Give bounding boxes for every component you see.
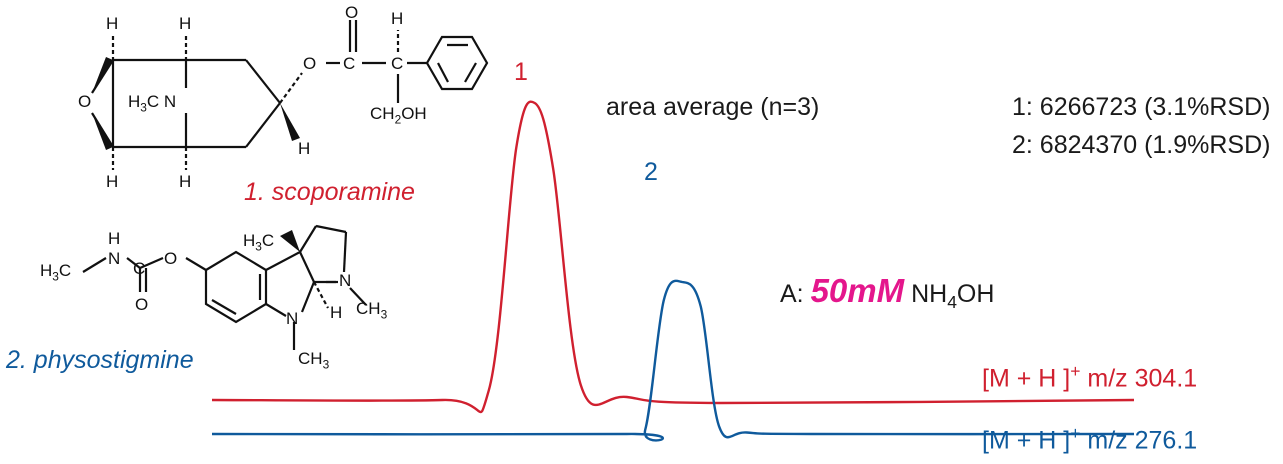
atom-h3c: H3C bbox=[40, 261, 72, 284]
mobile-phase-concentration: 50mM bbox=[810, 272, 905, 309]
mobile-phase-reagent: NH4OH bbox=[911, 280, 995, 312]
area-line-1: 1: 6266723 (3.1%RSD) bbox=[1012, 93, 1271, 121]
structure-1 bbox=[91, 20, 489, 170]
atom-c: C bbox=[133, 259, 146, 278]
compound-2-name: 2. physostigmine bbox=[6, 346, 194, 374]
mobile-phase: A: 50mM NH4OH bbox=[780, 274, 994, 312]
atom-h: H bbox=[108, 229, 121, 248]
atom-o: O bbox=[303, 54, 317, 73]
atom-o: O bbox=[78, 92, 92, 111]
atom-h3c: H3C bbox=[243, 231, 275, 254]
atom-ch3: CH3 bbox=[298, 349, 330, 372]
atom-h: H bbox=[298, 139, 311, 158]
atom-c: C bbox=[391, 54, 404, 73]
atom-h3c: H3C N bbox=[128, 92, 177, 115]
atom-c: C bbox=[343, 54, 356, 73]
atom-h: H bbox=[330, 303, 343, 322]
chromatogram-traces bbox=[211, 100, 1135, 442]
wedge-bond-2 bbox=[92, 57, 113, 93]
atom-h: H bbox=[106, 14, 119, 33]
area-line-2: 2: 6824370 (1.9%RSD) bbox=[1012, 131, 1271, 159]
wedge-bond-3 bbox=[280, 103, 300, 141]
compound-1-name: 1. scoporamine bbox=[244, 178, 415, 206]
atom-n: N bbox=[286, 309, 299, 328]
atom-ch2oh: CH2OH bbox=[370, 104, 427, 127]
atom-o: O bbox=[135, 295, 149, 314]
structure-2 bbox=[82, 224, 367, 350]
trace-2-label: [M + H ]+ m/z 276.1 bbox=[982, 423, 1198, 455]
peak-2-label: 2 bbox=[644, 158, 658, 186]
trace-1-label: [M + H ]+ m/z 304.1 bbox=[982, 361, 1198, 393]
atom-ch3: CH3 bbox=[356, 299, 388, 322]
trace-2-line bbox=[211, 279, 1135, 442]
atom-o: O bbox=[345, 3, 359, 22]
trace-1-line bbox=[211, 100, 1135, 414]
atom-h: H bbox=[179, 172, 192, 191]
area-header: area average (n=3) bbox=[606, 93, 820, 121]
atom-h: H bbox=[106, 172, 119, 191]
atom-h: H bbox=[179, 14, 192, 33]
mobile-phase-prefix: A: bbox=[780, 280, 804, 308]
peak-1-label: 1 bbox=[514, 58, 528, 86]
atom-n: N bbox=[339, 271, 352, 290]
wedge-bond-4 bbox=[280, 230, 300, 252]
atom-n: N bbox=[108, 249, 121, 268]
atom-o: O bbox=[164, 249, 178, 268]
wedge-bond-1 bbox=[92, 113, 113, 150]
atom-h: H bbox=[391, 9, 404, 28]
